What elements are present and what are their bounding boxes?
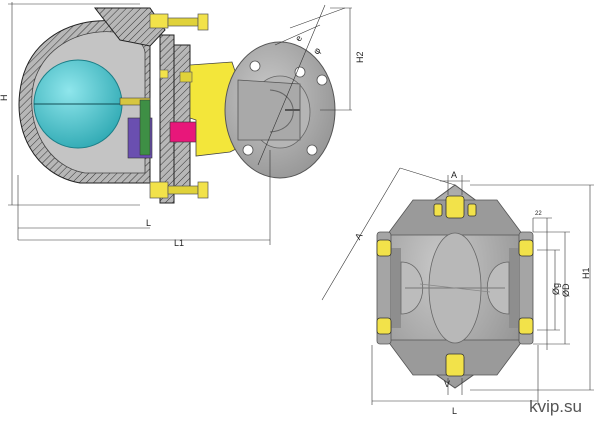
bolt-hole [306, 144, 318, 156]
dim-label-H2: H2 [355, 51, 365, 63]
dim-label-A-diag: A [353, 231, 365, 241]
top-bolt [149, 13, 209, 31]
dim-label-L: L [452, 406, 457, 416]
dim-label-A-top: A [451, 170, 457, 180]
dim-label-L1: L1 [174, 238, 184, 248]
side-dimensions [8, 2, 352, 245]
dim-label-phi: φ [311, 46, 323, 56]
cover-flange [159, 34, 175, 204]
watermark: kvip.su [529, 397, 582, 416]
hex-bolts [376, 195, 534, 377]
bottom-bolt [149, 181, 209, 199]
dim-label-H: H [0, 95, 9, 102]
dim-label-L: L [146, 218, 151, 228]
dim-label-V: V [444, 379, 450, 389]
cover-flange-2 [173, 44, 191, 194]
dim-label-dg: Øg [551, 283, 561, 295]
chamber-neck [93, 7, 166, 47]
side-view: H L L1 H2 e φ [0, 2, 365, 248]
front-view: A A V L H1 Øg ØD 22 [321, 167, 594, 416]
dim-label-22: 22 [535, 211, 542, 217]
bolt-hole [249, 60, 261, 72]
outlet-body [189, 61, 239, 157]
bolt-hole [242, 144, 254, 156]
dim-label-e: e [293, 34, 304, 43]
gear-part [139, 99, 151, 156]
front-dimensions [321, 167, 594, 405]
dim-label-dD: ØD [561, 283, 571, 297]
dim-label-H1: H1 [581, 267, 591, 279]
bolt-hole [316, 74, 328, 86]
